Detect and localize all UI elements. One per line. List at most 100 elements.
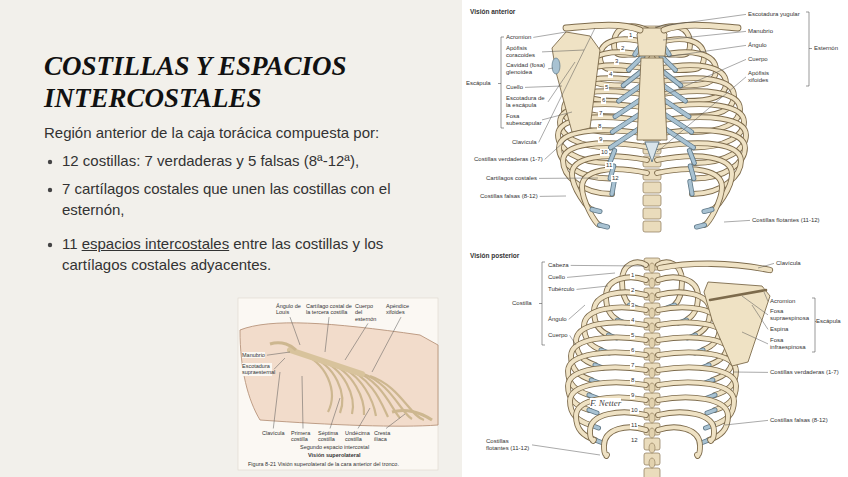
bullet-text: 11espacios intercostalesentre las costil…: [62, 233, 422, 275]
leader-line: [725, 420, 768, 425]
spinous-process: [649, 338, 655, 348]
bullet-text: 12 costillas: 7 verdaderas y 5 falsas (8…: [62, 150, 442, 171]
leader-line: [358, 408, 370, 429]
callout-number: 10: [600, 149, 609, 156]
callout-number: 5: [630, 332, 635, 339]
vertebra: [643, 221, 661, 232]
leader-line: [655, 14, 746, 27]
costal-cartilage: [612, 182, 614, 195]
anatomy-label: Fosa infraespinosa: [770, 337, 810, 351]
leader-line: [533, 32, 566, 37]
leader-line: [290, 317, 300, 345]
rib: [658, 292, 710, 335]
anatomy-label: Cuerpo: [748, 56, 768, 63]
anatomy-label: Ángulo: [748, 42, 767, 49]
anatomy-label: Cabeza: [548, 262, 569, 269]
leader-line: [542, 112, 572, 120]
figure-caption: Figura 8-21 Visión superolateral de la c…: [248, 461, 399, 467]
torso-figure: [240, 323, 438, 426]
leader-line: [345, 323, 368, 360]
group-label: Escápula: [816, 318, 841, 325]
scapular-spine: [710, 290, 766, 300]
anatomy-label: Costillas falsas (8-12): [480, 193, 538, 200]
leader-line: [577, 286, 609, 289]
costal-cartilage: [697, 225, 705, 227]
spinous-process: [649, 443, 655, 453]
anatomy-label: Costillas verdaderas (1-7): [770, 369, 839, 376]
anatomy-label: Escotadura yugular: [748, 11, 800, 18]
callout-number: 1: [630, 272, 635, 279]
spinous-process: [649, 368, 655, 378]
spinous-process: [649, 263, 655, 273]
leader-line: [539, 178, 598, 179]
rib-outline: [660, 264, 770, 270]
rib-outline: [584, 307, 646, 350]
leader-line: [665, 45, 746, 57]
rib: [606, 277, 646, 320]
anatomy-label: Séptima costilla: [318, 430, 342, 443]
bullets: [48, 160, 52, 247]
leader-line: [569, 305, 585, 319]
callout-number: 7: [598, 110, 603, 117]
rib-outline: [604, 427, 646, 456]
rib: [604, 427, 646, 456]
callout-number: 2: [620, 45, 625, 52]
cartilage-outline: [592, 210, 600, 212]
bracket: [812, 298, 818, 352]
callout-number: 12: [611, 175, 620, 182]
anatomy-label: Clavícula: [776, 260, 801, 267]
anatomy-label: Costillas verdaderas (1-7): [474, 156, 543, 163]
leader-line: [758, 263, 774, 268]
rib: [657, 91, 740, 132]
clavicle: [270, 343, 296, 350]
rib: [361, 373, 412, 419]
spinous-process: [649, 308, 655, 318]
anatomy-label: Cuerpo: [548, 332, 568, 339]
vertebra: [643, 195, 661, 206]
leader-line: [571, 265, 644, 267]
sternum: [290, 350, 362, 374]
cartilage-outline: [704, 210, 712, 212]
anatomy-label: Primera costilla: [291, 430, 315, 443]
callout-number: 8: [630, 377, 635, 384]
callout-number: 4: [630, 317, 635, 324]
anatomy-label: Cresta ilíaca: [374, 430, 398, 443]
anatomy-label: Apéndice xifoides: [386, 303, 416, 316]
leader-line: [657, 77, 746, 152]
cartilage-outline: [707, 410, 715, 413]
vertebra: [644, 468, 660, 477]
rib-cage-posterior: [568, 258, 770, 477]
rib: [582, 169, 647, 225]
group-label: Escápula: [466, 80, 491, 87]
rib-outline: [594, 292, 646, 335]
rib-outline: [582, 169, 647, 225]
callout-number: 7: [630, 362, 635, 369]
leader-line: [274, 358, 285, 369]
xiphoid: [645, 142, 659, 162]
bullet-text: 11: [62, 235, 78, 252]
anatomy-label: Fosa subescapular: [506, 113, 540, 127]
anatomy-label: Fosa supraespinosa: [770, 308, 810, 322]
leader-line: [540, 196, 566, 197]
glenoid: [552, 58, 560, 74]
brackets: [498, 12, 818, 352]
spinous-process: [649, 323, 655, 333]
costal-cartilage: [592, 210, 600, 212]
intro-text: Región anterior de la caja torácica comp…: [44, 122, 444, 143]
rib-outline: [658, 292, 710, 335]
cartilage-outline: [600, 225, 608, 227]
costal-cartilage: [707, 410, 715, 413]
leader-line: [665, 59, 746, 95]
leader-line: [330, 398, 340, 429]
leader-line: [273, 372, 280, 429]
rib-outline: [657, 169, 722, 225]
leader-line: [752, 305, 768, 329]
rib: [658, 427, 700, 456]
rib: [622, 262, 646, 305]
callout-number: 12: [630, 437, 639, 444]
leader-line: [539, 28, 595, 142]
costal-cartilage: [690, 166, 694, 179]
callout-number: 3: [630, 302, 635, 309]
anatomy-label: Acromion: [770, 298, 795, 305]
